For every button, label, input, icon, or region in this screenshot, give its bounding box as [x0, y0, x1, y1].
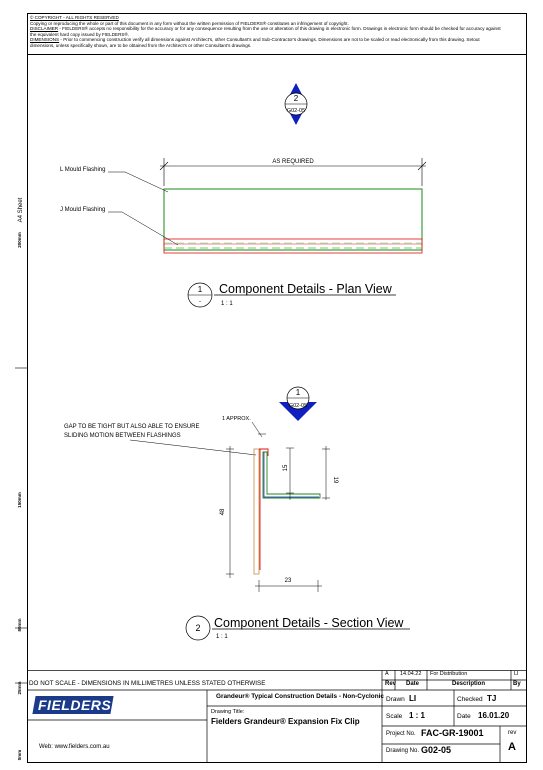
dimensions-text: - Prior to commencing construction verif… [59, 37, 480, 43]
rev-row-rev: A [385, 671, 389, 677]
gap-note-line-1: GAP TO BE TIGHT BUT ALSO ABLE TO ENSURE [64, 424, 200, 430]
disclaimer-line: DISCLAIMER - FIELDERS® accepts no respon… [30, 26, 520, 32]
website[interactable]: Web: www.fielders.com.au [39, 744, 110, 750]
drawing-no-value: G02-05 [421, 745, 452, 755]
rev-value: A [508, 741, 516, 753]
dimensions-line: DIMENSIONS - Prior to commencing constru… [30, 37, 520, 43]
drawing-title-label: Drawing Title: [211, 709, 245, 715]
drawing-area: 2 G02-05 AS REQUIRED L Mould Flashing J … [60, 83, 427, 641]
copyright-notice: © COPYRIGHT - ALL RIGHTS RESERVED Copyin… [30, 15, 520, 49]
scale-value: 1 : 1 [409, 711, 426, 720]
scale-label: Scale [386, 713, 403, 720]
gap-note-line-2: SLIDING MOTION BETWEEN FLASHINGS [64, 433, 181, 439]
project-no-value: FAC-GR-19001 [421, 728, 484, 738]
copyright-line: Copying or reproducing the whole or part… [30, 20, 349, 26]
ruler-labels: A4 Sheet 200mm 150mm 80mm 25mm 0mm [15, 197, 27, 761]
ruler-sheet-label: A4 Sheet [18, 197, 24, 222]
rev-header: Rev [385, 681, 397, 687]
ruler-mark-0: 0mm [17, 750, 22, 761]
rev-row-date: 14.04.22 [400, 671, 422, 677]
dimensions-line-2: dimensions, unless specifically shown, a… [30, 42, 252, 48]
disclaimer-label: DISCLAIMER [30, 26, 59, 32]
dim-19: 19 [332, 477, 338, 484]
project-title: Grandeur® Typical Construction Details -… [216, 693, 384, 700]
j-mould-label: J Mould Flashing [60, 207, 105, 213]
section-view-title: Component Details - Section View [214, 616, 404, 630]
section-title-number: 2 [195, 623, 200, 633]
drawn-value: LI [409, 694, 417, 703]
project-no-label: Project No. [386, 731, 416, 737]
plan-view-scale: 1 : 1 [221, 301, 233, 307]
dim-48: 48 [220, 508, 226, 515]
section-dimensions [226, 433, 330, 592]
l-mould-profile [262, 451, 321, 499]
section-view-title-marker[interactable]: 2 [185, 615, 211, 641]
drawn-label: Drawn [386, 696, 405, 703]
l-mould-label: L Mould Flashing [60, 167, 105, 173]
header-divider [27, 54, 527, 55]
plan-title-sub: - [199, 299, 201, 305]
drawing-title: Fielders Grandeur® Expansion Fix Clip [211, 717, 360, 726]
drawing-no-label: Drawing No. [386, 748, 420, 754]
rev-row-description: For Distribution [430, 671, 468, 677]
approx-label: 1 APPROX. [222, 416, 251, 422]
do-not-scale-note: DO NOT SCALE - DIMENSIONS IN MILLIMETRES… [29, 680, 266, 687]
date-value: 16.01.20 [478, 711, 510, 720]
section-marker-ref: G02-05 [289, 403, 307, 409]
section-marker-number: 1 [296, 388, 301, 397]
plan-marker-number: 2 [294, 94, 299, 103]
checked-label: Checked [457, 696, 483, 703]
l-mould-outline [163, 188, 423, 251]
description-header: Description [452, 681, 486, 687]
plan-view-title-marker[interactable]: 1 - [187, 282, 213, 308]
date-label: Date [457, 713, 471, 720]
by-header: By [513, 681, 521, 687]
plan-section-marker[interactable]: 2 G02-05 [284, 83, 308, 125]
ruler-mark-150: 150mm [17, 492, 22, 508]
plan-view-title: Component Details - Plan View [219, 282, 393, 296]
plan-dimension [159, 158, 427, 186]
section-view-scale: 1 : 1 [216, 634, 228, 640]
ruler-mark-25: 25mm [17, 681, 22, 694]
j-mould-band [163, 238, 423, 254]
title-block-lines [27, 670, 527, 763]
rev-row-by: LI [514, 671, 519, 677]
section-marker[interactable]: 1 G02-05 [279, 386, 317, 421]
copyright-title: © COPYRIGHT - ALL RIGHTS RESERVED [30, 15, 119, 20]
disclaimer-text: - FIELDERS® accepts no responsibility fo… [58, 26, 501, 32]
ruler-mark-80: 80mm [17, 618, 22, 631]
plan-leaders [108, 171, 179, 246]
dim-23: 23 [285, 578, 292, 584]
date-header: Date [406, 681, 420, 687]
j-mould-profile [253, 448, 269, 575]
plan-marker-ref: G02-05 [287, 108, 305, 114]
disclaimer-line-2: the equivalent hard copy issued by FIELD… [30, 31, 130, 37]
dimensions-label: DIMENSIONS [30, 37, 60, 43]
fielders-logo: FIELDERS [38, 697, 112, 713]
plan-dimension-text: AS REQUIRED [272, 159, 314, 165]
ruler-mark-200: 200mm [17, 232, 22, 248]
checked-value: TJ [487, 694, 497, 703]
scale-ruler [15, 185, 28, 763]
plan-title-number: 1 [198, 285, 203, 294]
dim-15: 15 [283, 464, 289, 471]
rev-label: rev [508, 730, 517, 736]
